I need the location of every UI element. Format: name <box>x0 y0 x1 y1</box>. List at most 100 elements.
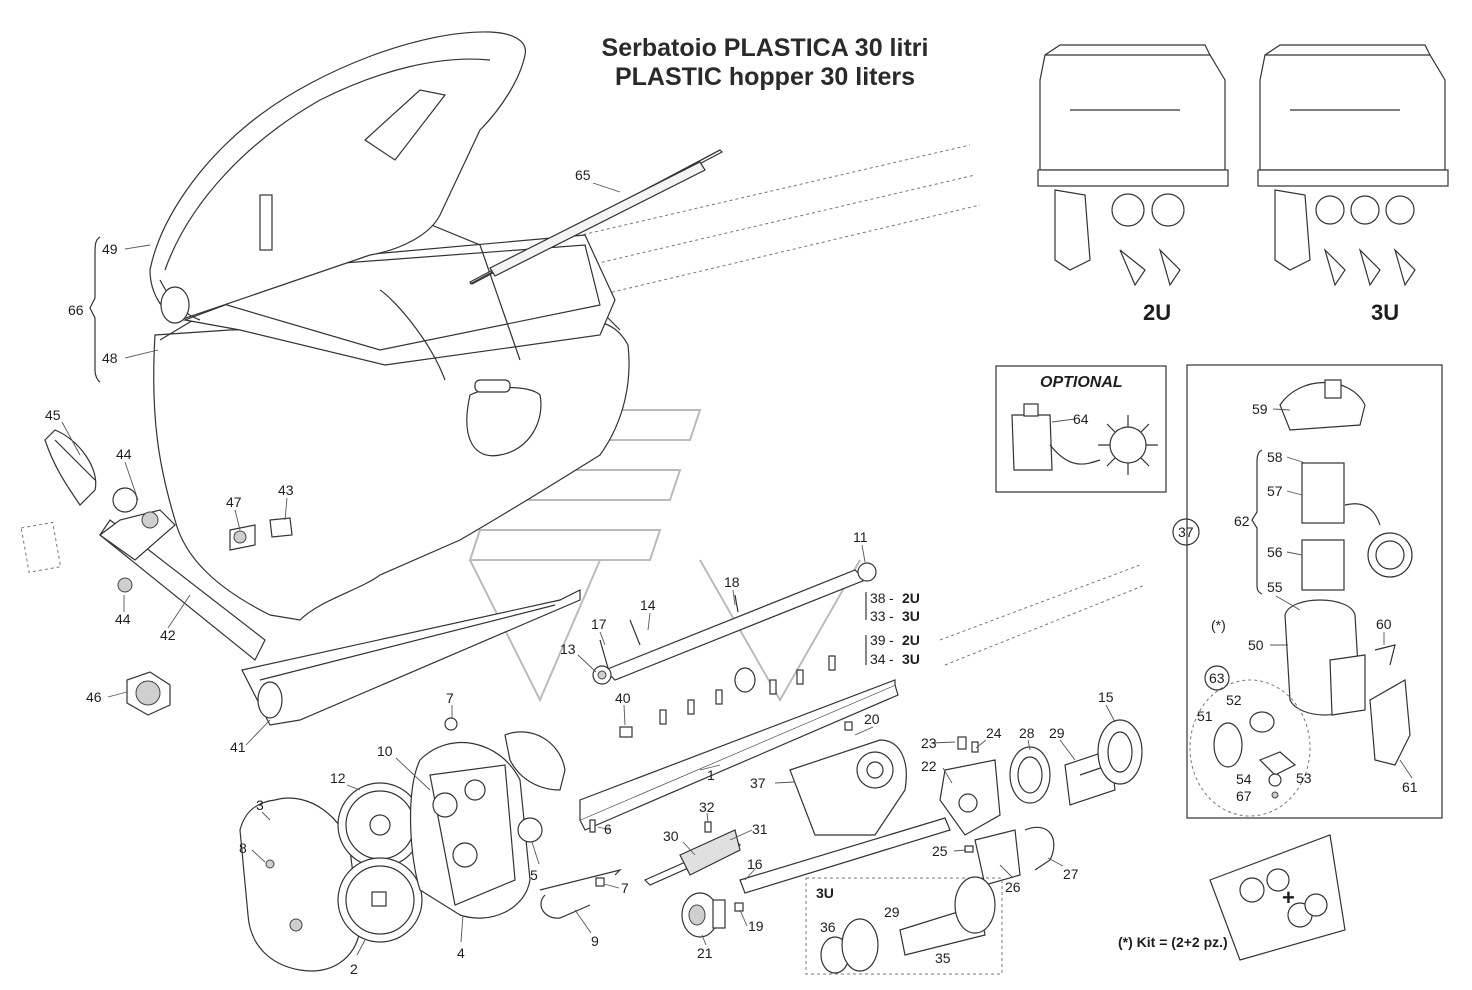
part-label: 18 <box>724 574 740 590</box>
variant-heading-3u: 3U <box>1371 300 1399 325</box>
gear-2 <box>337 857 423 943</box>
part-label: 14 <box>640 597 656 613</box>
hopper-sieve <box>469 149 723 285</box>
variant-label: 3U <box>902 651 920 667</box>
gearbox-left <box>239 717 622 972</box>
part-label: 12 <box>330 770 346 786</box>
svg-text:-: - <box>889 632 894 648</box>
part-label: 60 <box>1376 616 1392 632</box>
part-label: 54 <box>1236 771 1252 787</box>
part-label: 29 <box>884 904 900 920</box>
part-label: 16 <box>747 856 763 872</box>
part-label: 57 <box>1267 483 1283 499</box>
part-label: 19 <box>748 918 764 934</box>
part-label: 29 <box>1049 725 1065 741</box>
part-label: 47 <box>226 494 242 510</box>
hopper-lid <box>149 31 526 324</box>
box-3u-label: 3U <box>816 885 834 901</box>
part-label: 35 <box>935 950 951 966</box>
part-label: 59 <box>1252 401 1268 417</box>
part-label: 49 <box>102 241 118 257</box>
diagram-title-italian: Serbatoio PLASTICA 30 litri <box>601 34 929 62</box>
svg-text:-: - <box>889 590 894 606</box>
guide-lines <box>559 144 1146 666</box>
doser-detail-box <box>1186 364 1443 819</box>
variant-label: 3U <box>902 608 920 624</box>
part-label: 7 <box>446 690 454 706</box>
optional-box <box>995 365 1167 493</box>
part-label: 17 <box>591 616 607 632</box>
gearbox-cover-37 <box>789 721 907 836</box>
gear-profile-icon <box>1367 532 1413 578</box>
shaft-pins <box>659 655 836 725</box>
diagram-title-english: PLASTIC hopper 30 liters <box>614 63 916 91</box>
part-label: 42 <box>160 627 176 643</box>
part-label: 1 <box>707 767 715 783</box>
part-label: 56 <box>1267 544 1283 560</box>
variant-label: 2U <box>902 632 920 648</box>
hopper-preview-3u <box>1257 44 1449 287</box>
part-label: 61 <box>1402 779 1418 795</box>
part-label: 7 <box>621 880 629 896</box>
part-label: 55 <box>1267 579 1283 595</box>
part-label: 39 <box>870 632 886 648</box>
part-label: 21 <box>697 945 713 961</box>
part-label: 37 <box>750 775 766 791</box>
part-label: 3 <box>256 797 264 813</box>
part-label: 53 <box>1296 770 1312 786</box>
part-label: 31 <box>752 821 768 837</box>
agitator <box>643 817 951 938</box>
part-label: 4 <box>457 945 465 961</box>
kit-bag <box>1209 834 1346 961</box>
part-labels: 49 66 48 45 44 47 43 44 42 46 41 65 11 1… <box>45 167 1418 977</box>
part-label: 66 <box>68 302 84 318</box>
part-label: 27 <box>1063 866 1079 882</box>
part-label: 8 <box>239 840 247 856</box>
part-label: 51 <box>1197 708 1213 724</box>
part-label: 65 <box>575 167 591 183</box>
part-label-circled: 63 <box>1209 670 1225 686</box>
part-label: 64 <box>1073 411 1089 427</box>
part-label: 34 <box>870 651 886 667</box>
leader-lines <box>61 182 1413 956</box>
part-label: 43 <box>278 482 294 498</box>
part-label: 26 <box>1005 879 1021 895</box>
part-label: 36 <box>820 919 836 935</box>
part-label: 6 <box>604 821 612 837</box>
circled-labels: 37 63 <box>1172 518 1230 691</box>
part-label: 15 <box>1098 689 1114 705</box>
doser-housing <box>939 736 1055 886</box>
hitch-bracket <box>20 429 293 661</box>
main-shaft <box>579 562 899 831</box>
shaft-variants: 38 - 2U 33 - 3U 39 - 2U 34 - 3U <box>870 590 920 667</box>
kit-plus-sign: + <box>1282 885 1295 910</box>
metering-rollers <box>1009 719 1143 806</box>
part-label: 20 <box>864 711 880 727</box>
part-label: 62 <box>1234 513 1250 529</box>
box-3u-rollers <box>805 876 1003 975</box>
part-label: 23 <box>921 735 937 751</box>
hopper-preview-2u <box>1037 44 1229 287</box>
svg-text:-: - <box>889 608 894 624</box>
feed-roller-21 <box>681 892 726 938</box>
part-label: 28 <box>1019 725 1035 741</box>
nut-46 <box>126 671 171 716</box>
bottom-plate <box>241 589 581 726</box>
part-label: 11 <box>853 529 868 545</box>
part-label: 46 <box>86 689 102 705</box>
part-label: 33 <box>870 608 886 624</box>
part-label: 13 <box>560 641 576 657</box>
variant-label: 2U <box>902 590 920 606</box>
part-label: 10 <box>377 743 393 759</box>
part-label: 48 <box>102 350 118 366</box>
part-label: 58 <box>1267 449 1283 465</box>
optional-label: OPTIONAL <box>1040 374 1123 391</box>
star-rotor-icon <box>1098 415 1158 475</box>
gear-12 <box>337 782 423 868</box>
part-label: 25 <box>932 843 948 859</box>
svg-text:-: - <box>889 651 894 667</box>
part-label: 24 <box>986 725 1002 741</box>
part-label: 2 <box>350 961 358 977</box>
part-label: 41 <box>230 739 246 755</box>
part-label: 32 <box>699 799 715 815</box>
